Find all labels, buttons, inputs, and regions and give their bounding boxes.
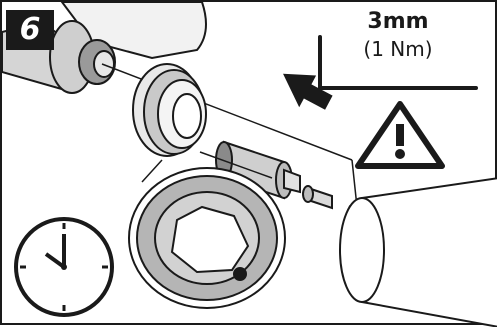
- tool-spec: 3mm (1 Nm): [358, 8, 438, 76]
- warning-icon: [358, 104, 442, 166]
- tool-size-label: 3mm: [358, 8, 438, 36]
- lock-ring-detail: [129, 168, 285, 308]
- bolt: [303, 186, 332, 208]
- torque-value-label: (1 Nm): [358, 36, 438, 62]
- wheel-cylinder: [340, 178, 497, 327]
- step-number-badge: 6: [6, 10, 54, 50]
- clock-icon: [16, 219, 112, 315]
- lock-ring: [133, 64, 206, 156]
